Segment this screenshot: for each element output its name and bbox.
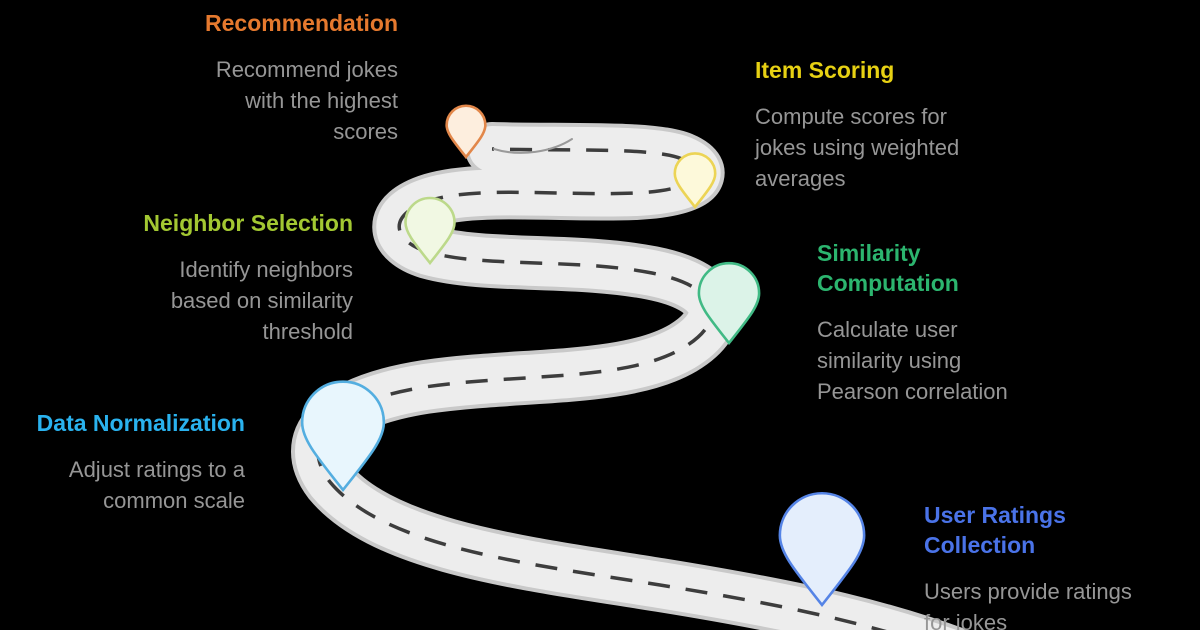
user-ratings-collection-pin-icon: [780, 493, 864, 605]
stage-title-line: Computation: [817, 270, 959, 296]
stage-description-line: Calculate user: [817, 317, 958, 342]
stage-description-line: similarity using: [817, 348, 962, 373]
road-end-tail: [493, 138, 573, 154]
stage-description: Users provide ratings for jokes: [924, 576, 1200, 630]
stage-title: Neighbor Selection: [143, 210, 353, 236]
stage-description-line: Recommend jokes: [215, 57, 398, 82]
stage-title-line: User Ratings: [924, 502, 1066, 528]
stage-description: Calculate user similarity using Pearson …: [817, 314, 1137, 407]
stage-description-line: Pearson correlation: [817, 379, 1008, 404]
stage-description: Identify neighbors based on similarity t…: [23, 254, 353, 347]
stage-description: Adjust ratings to a common scale: [0, 454, 245, 516]
stage-description-line: Users provide ratings: [924, 579, 1132, 604]
stage-title: User Ratings Collection: [924, 500, 1200, 560]
recommendation-pin-icon: [447, 106, 486, 157]
stage-description-line: with the highest: [245, 88, 398, 113]
stage-description-line: Identify neighbors: [179, 257, 353, 282]
stage-description-line: common scale: [103, 488, 245, 513]
stage-title-line: Similarity: [817, 240, 921, 266]
stage-description: Recommend jokes with the highest scores: [68, 54, 398, 147]
stage-description-line: averages: [755, 166, 846, 191]
stage-user-ratings-collection: User Ratings Collection Users provide ra…: [924, 500, 1200, 630]
stage-title: Similarity Computation: [817, 238, 1137, 298]
stage-title: Data Normalization: [36, 410, 245, 436]
stage-description-line: jokes using weighted: [755, 135, 960, 160]
stage-title: Item Scoring: [755, 57, 895, 83]
stage-description-line: scores: [333, 119, 398, 144]
stage-data-normalization: Data Normalization Adjust ratings to a c…: [0, 408, 245, 516]
neighbor-selection-pin-icon: [405, 198, 454, 263]
stage-title: Recommendation: [205, 10, 398, 36]
stage-neighbor-selection: Neighbor Selection Identify neighbors ba…: [23, 208, 353, 347]
stage-recommendation: Recommendation Recommend jokes with the …: [68, 8, 398, 147]
stage-description-line: Compute scores for: [755, 104, 947, 129]
stage-description-line: for jokes: [924, 610, 1008, 630]
stage-description-line: based on similarity: [170, 288, 353, 313]
data-normalization-pin-icon: [302, 382, 384, 490]
stage-similarity-computation: Similarity Computation Calculate user si…: [817, 238, 1137, 407]
stage-item-scoring: Item Scoring Compute scores for jokes us…: [755, 55, 1055, 194]
stage-description-line: Adjust ratings to a: [68, 457, 245, 482]
similarity-computation-pin-icon: [699, 263, 759, 343]
stage-description: Compute scores for jokes using weighted …: [755, 101, 1055, 194]
item-scoring-pin-icon: [675, 153, 715, 207]
stage-description-line: threshold: [262, 319, 353, 344]
stage-title-line: Collection: [924, 532, 1036, 558]
